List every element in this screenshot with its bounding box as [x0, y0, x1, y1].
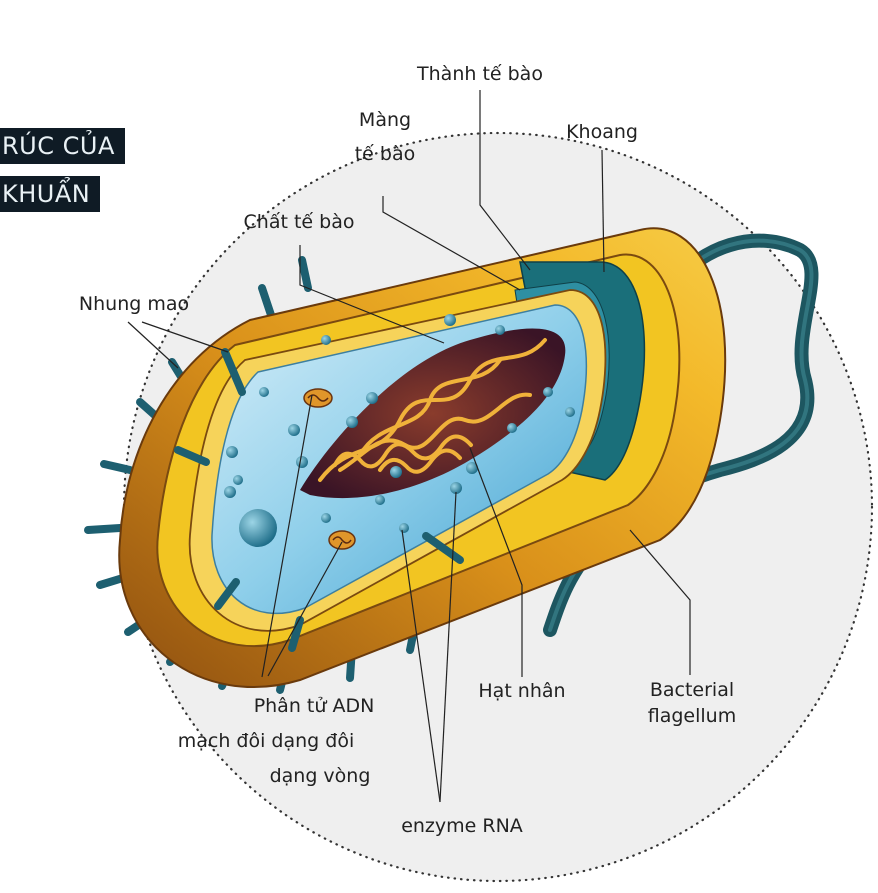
label-cell-wall: Thành tế bào	[416, 63, 543, 85]
label-pili: Nhung mao	[79, 293, 189, 315]
label-periplasm: Khoang	[566, 121, 638, 143]
title-line1: RÚC CỦA	[0, 128, 125, 164]
label-nucleoid: Hạt nhân	[478, 680, 565, 702]
label-flagellum-line1: Bacterial	[650, 679, 734, 701]
label-ribosome: enzyme RNA	[401, 815, 523, 837]
label-dna-line3: dạng vòng	[270, 765, 371, 787]
label-flagellum-line2: flagellum	[648, 705, 736, 727]
label-dna-line1: Phân tử ADN	[254, 695, 375, 717]
label-membrane-line2: tế bào	[355, 143, 416, 165]
label-dna-line2: mạch đôi dạng đôi	[178, 730, 355, 752]
title-line2: KHUẨN	[0, 176, 100, 212]
label-cytoplasm: Chất tế bào	[244, 211, 355, 233]
label-membrane-line1: Màng	[359, 109, 411, 131]
